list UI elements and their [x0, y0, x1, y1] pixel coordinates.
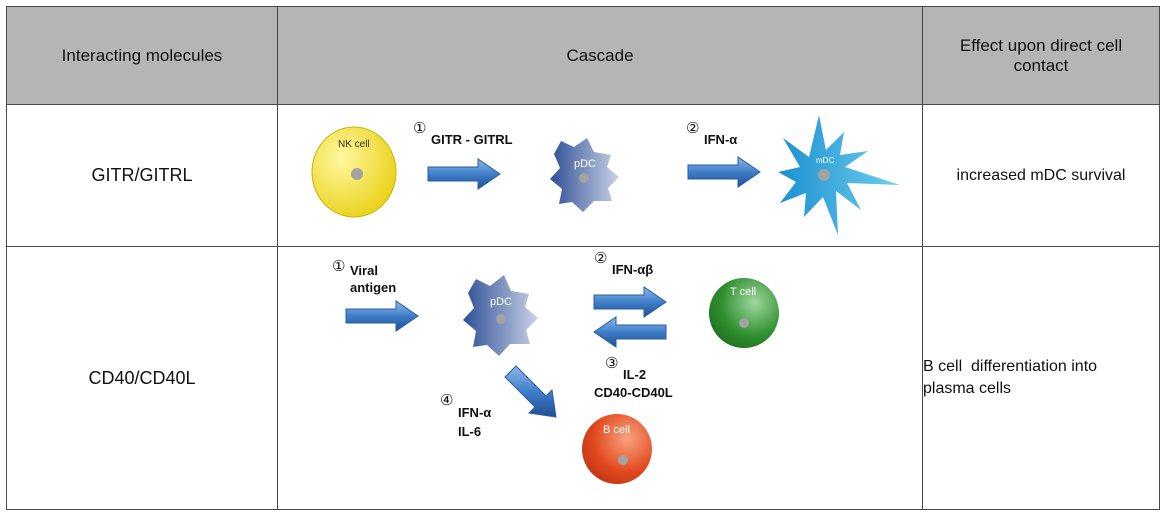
arrow-diagonal-icon: [504, 365, 557, 418]
b-cell: B cell: [582, 414, 652, 484]
step-1-label-gitr: GITR - GITRL: [431, 132, 513, 147]
step-1-number-cd40: ①: [332, 257, 345, 275]
pdc-label-cd40: pDC: [490, 296, 512, 308]
arrow-right-icon: [345, 300, 419, 332]
effect-cd40-line1: B cell differentiation into: [923, 358, 1098, 375]
pdc-cell: pDC: [550, 138, 619, 212]
step-3-line1-cd40: IL-2: [623, 367, 646, 382]
effect-cd40: B cell differentiation into plasma cells: [922, 246, 1160, 510]
nk-cell-label: NK cell: [338, 139, 370, 150]
step-1-line2-cd40: antigen: [350, 280, 396, 295]
cascade-cd40: ① Viral antigen pDC ② IFN-αβ ③ IL-2: [277, 246, 923, 510]
molecule-gitr: GITR/GITRL: [6, 104, 278, 247]
step-1-line1-cd40: Viral: [350, 263, 378, 278]
header-cascade: Cascade: [277, 6, 923, 105]
step-2-label-cd40: IFN-αβ: [612, 262, 653, 277]
step-2-label-gitr: IFN-α: [704, 132, 737, 147]
arrow-right-icon: [427, 158, 501, 190]
step-3-line2-cd40: CD40-CD40L: [594, 385, 673, 400]
arrow-right-icon: [687, 156, 761, 188]
arrow-left-icon: [593, 316, 667, 348]
step-2-number-gitr: ②: [686, 119, 699, 137]
nk-cell: NK cell: [311, 126, 397, 218]
header-effect-line1: Effect upon direct cell: [959, 35, 1123, 55]
pdc-cell: pDC: [463, 275, 538, 356]
arrow-right-icon: [593, 286, 667, 318]
header-effect: Effect upon direct cell contact: [922, 6, 1160, 105]
molecule-cd40: CD40/CD40L: [6, 246, 278, 510]
header-interacting-molecules: Interacting molecules: [6, 6, 278, 105]
step-3-number-cd40: ③: [605, 354, 618, 372]
step-4-number-cd40: ④: [440, 391, 453, 409]
table-row-cd40: CD40/CD40L: [6, 246, 1160, 510]
t-cell: T cell: [709, 278, 779, 348]
step-4-line2-cd40: IL-6: [458, 424, 481, 439]
table-row-gitr: GITR/GITRL: [6, 104, 1160, 247]
effect-gitr: increased mDC survival: [922, 104, 1160, 247]
mdc-label: mDC: [816, 156, 834, 165]
step-2-number-cd40: ②: [594, 249, 607, 267]
step-1-number-gitr: ①: [413, 119, 426, 137]
cascade-diagram-gitr: NK cell ① GITR - GITRL pDC ② IFN-α: [311, 115, 900, 235]
cascade-gitr: NK cell ① GITR - GITRL pDC ② IFN-α: [277, 104, 923, 247]
b-cell-label: B cell: [603, 424, 630, 436]
mdc-cell: mDC: [778, 115, 900, 235]
step-4-line1-cd40: IFN-α: [458, 405, 491, 420]
effect-cd40-line2: plasma cells: [923, 380, 1012, 397]
pdc-label-gitr: pDC: [574, 158, 596, 170]
t-cell-label: T cell: [730, 286, 756, 298]
header-effect-line2: contact: [1013, 55, 1069, 75]
cascade-table: Interacting molecules Cascade Effect upo…: [6, 6, 1160, 510]
cascade-diagram-cd40: ① Viral antigen pDC ② IFN-αβ ③ IL-2: [332, 249, 779, 484]
header-row: Interacting molecules Cascade Effect upo…: [6, 6, 1160, 105]
